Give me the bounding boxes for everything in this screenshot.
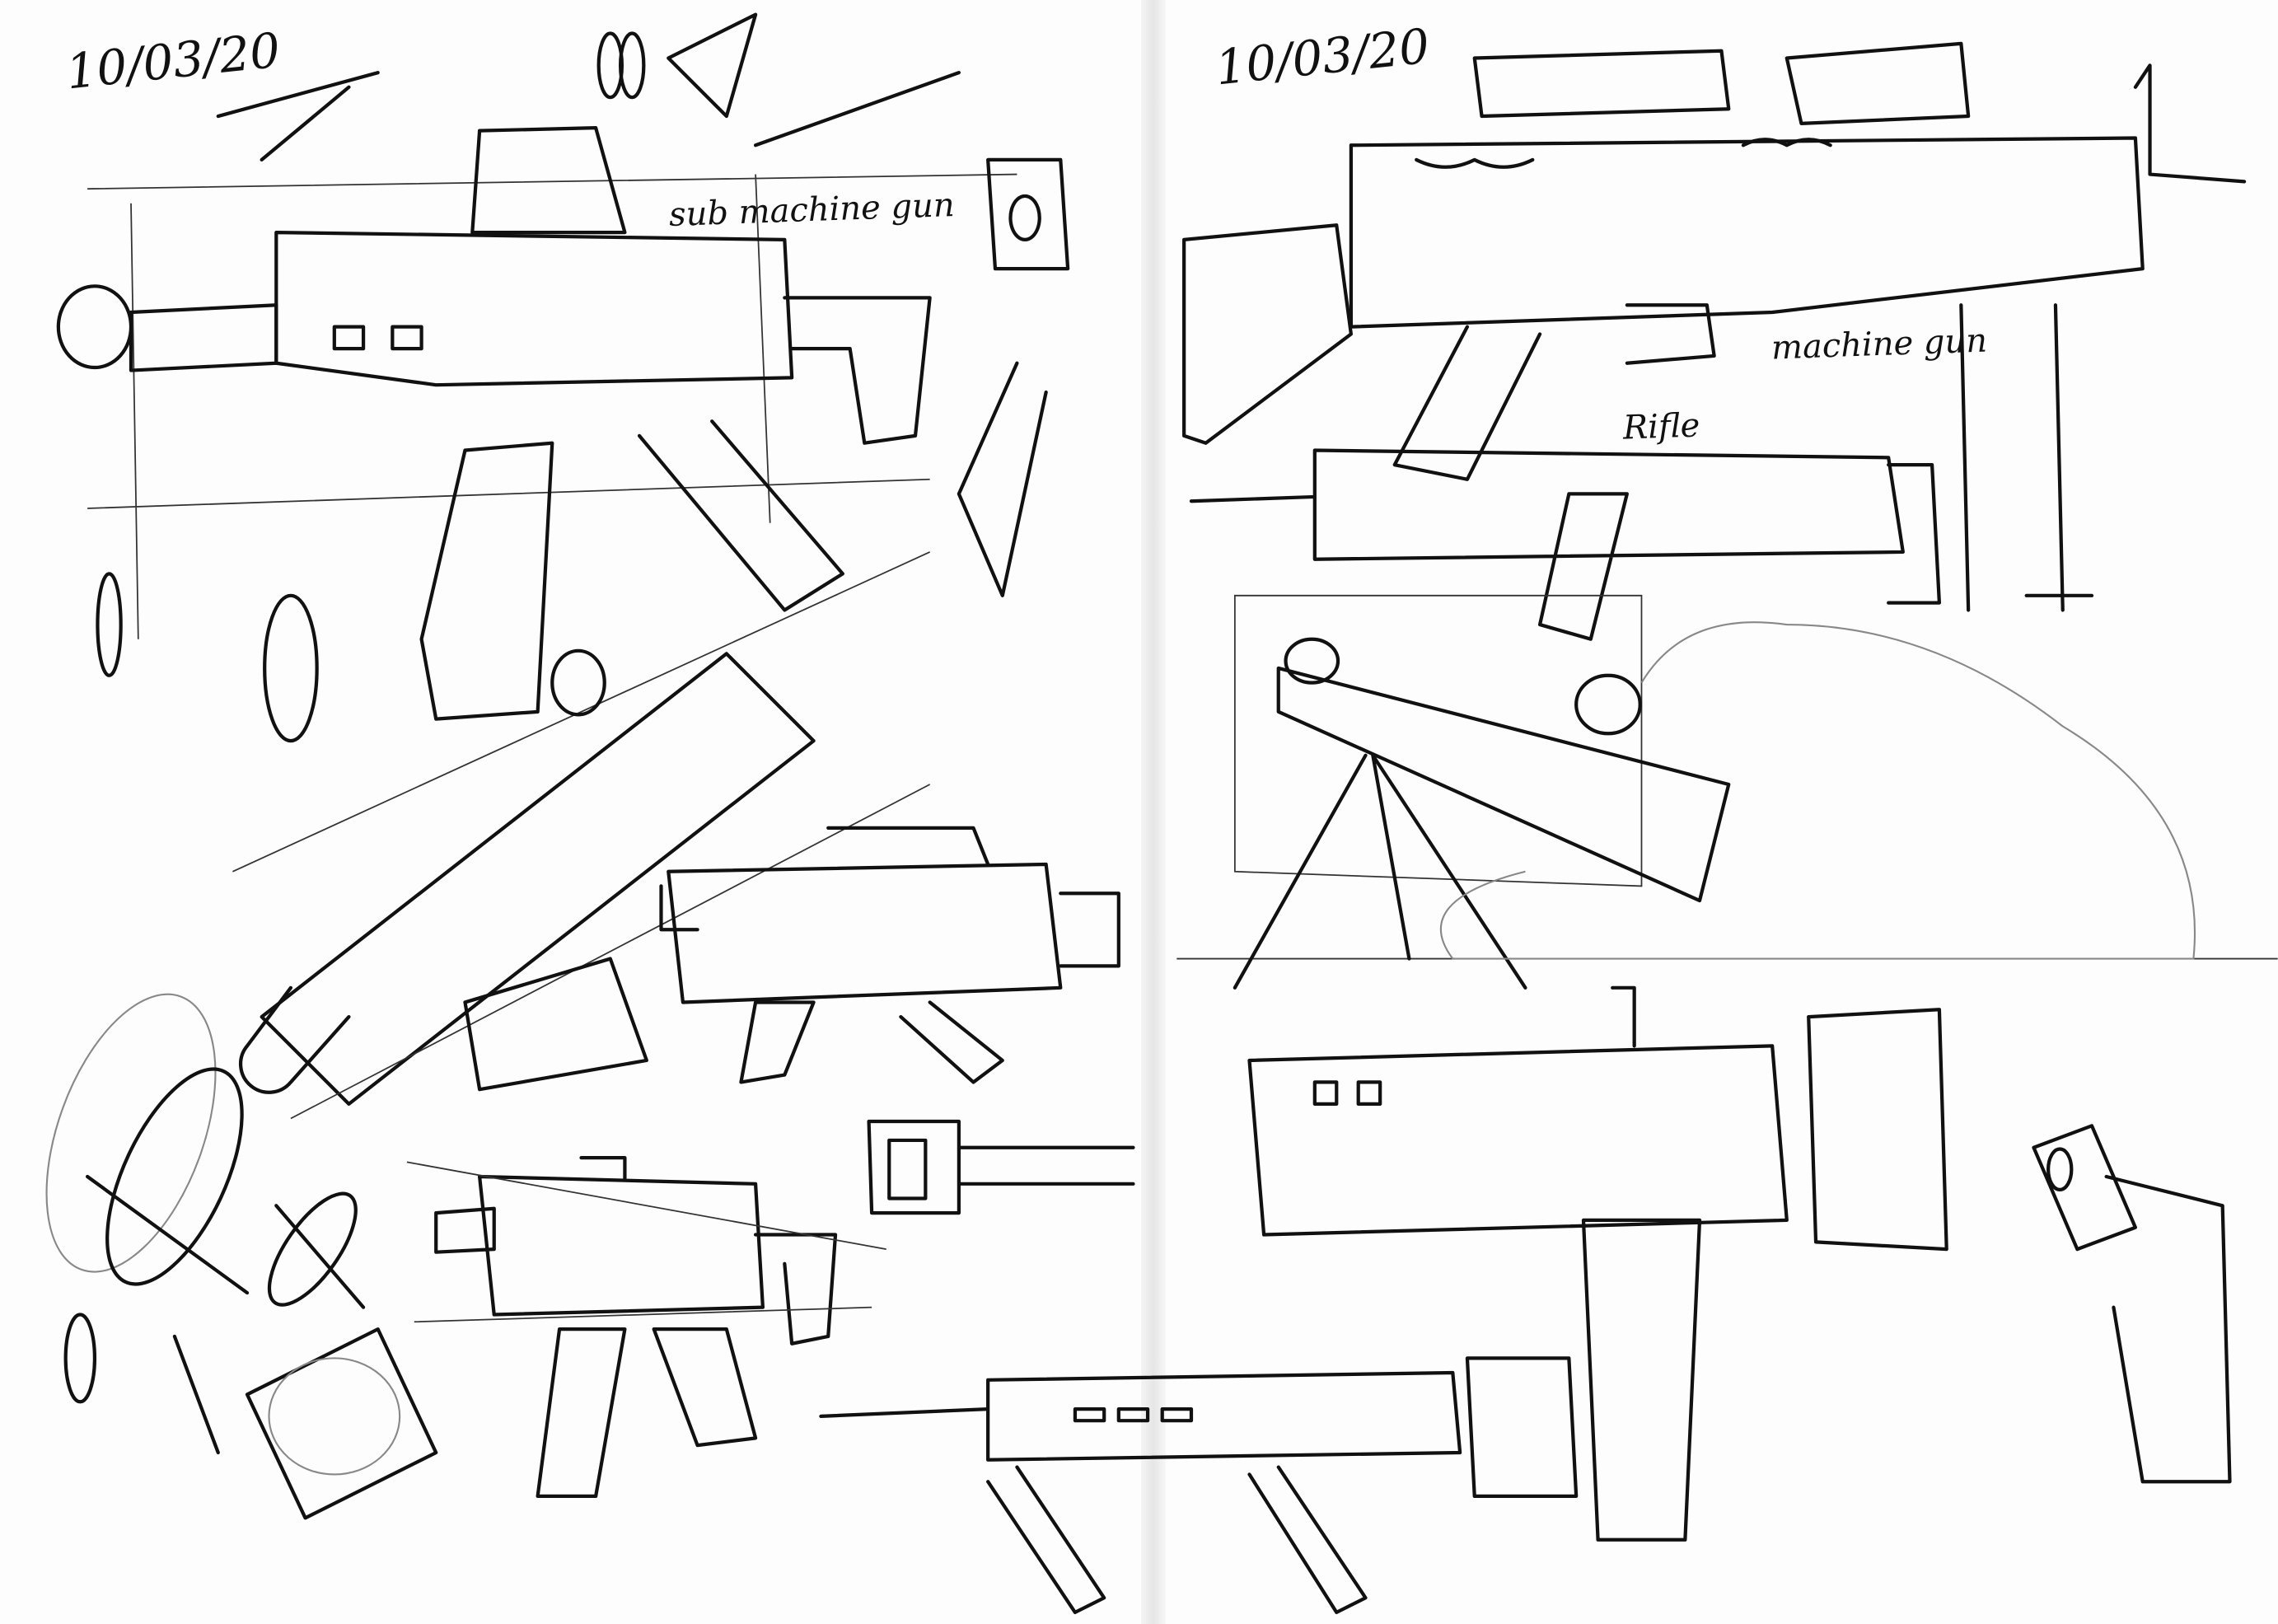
sketch-rifle xyxy=(1189,448,1942,641)
sketch-compact-rifle xyxy=(463,826,1120,1092)
sketch-pistol-right xyxy=(2032,1124,2232,1484)
practice-ellipses xyxy=(45,12,961,1520)
sketch-sniper-rifle xyxy=(1176,594,2278,990)
label-rifle: Rifle xyxy=(1622,406,1701,447)
sketch-machine-gun xyxy=(1182,41,2247,612)
sketch-submachine-gun xyxy=(56,126,1017,721)
sketch-pistol-and-gatling xyxy=(867,157,1135,1215)
sketch-carbine-bottom xyxy=(819,1356,1579,1615)
sketch-smg-bottom xyxy=(406,1155,886,1498)
label-machine-gun: machine gun xyxy=(1770,321,1988,367)
book-gutter xyxy=(1141,0,1166,1624)
sketch-diagonal-rifle xyxy=(232,551,931,1120)
sketch-smg-right xyxy=(1247,985,1948,1542)
